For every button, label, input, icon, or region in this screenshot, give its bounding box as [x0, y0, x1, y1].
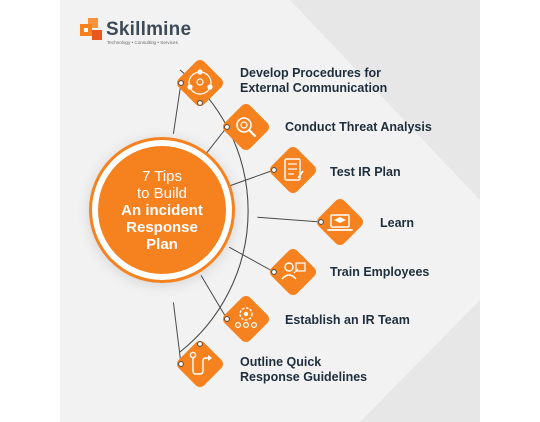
brand-tagline: Technology • Consulting • Services	[107, 40, 178, 45]
connector-line-2	[200, 126, 228, 161]
trainer-icon	[270, 249, 316, 295]
connector-line-7	[172, 302, 182, 365]
hub-title-line2: to Build	[136, 184, 188, 202]
hub-title-line3: An incident	[121, 201, 203, 219]
tip-5-line1: Train Employees	[330, 265, 430, 279]
tip-1-line1: Develop Procedures for	[240, 66, 382, 80]
team-gear-icon	[223, 296, 269, 342]
tip-7-line2: Response Guidelines	[240, 370, 368, 384]
hub-circle: 7 Tips to Build An incident Response Pla…	[98, 146, 226, 274]
tip-label-6: Establish an IR Team	[285, 313, 410, 328]
tip-1-line2: External Communication	[240, 81, 388, 95]
laptop-learning-icon	[317, 199, 363, 245]
tip-2-line1: Conduct Threat Analysis	[285, 120, 432, 134]
hub-title-line5: Plan	[146, 235, 178, 253]
background-graphics	[172, 0, 480, 422]
tip-7-line1: Outline Quick	[240, 355, 322, 369]
tip-label-4: Learn	[380, 216, 414, 231]
connector-line-3	[229, 169, 275, 187]
connector-line-4	[257, 216, 322, 223]
brand-name: Skillmine	[106, 19, 192, 40]
connector-line-5	[228, 246, 275, 273]
tip-label-5: Train Employees	[330, 265, 429, 280]
tip-3-line1: Test IR Plan	[330, 165, 401, 179]
connector-line-6	[200, 275, 228, 320]
tip-label-3: Test IR Plan	[330, 165, 401, 180]
route-icon	[177, 341, 223, 387]
magnifier-icon	[223, 104, 269, 150]
checklist-icon	[270, 147, 316, 193]
connectors	[172, 82, 322, 365]
infographic: Skillmine Technology • Consulting • Serv…	[60, 0, 480, 422]
connector-arc	[179, 69, 249, 353]
tip-4-line1: Learn	[380, 216, 415, 230]
tip-6-line1: Establish an IR Team	[285, 313, 410, 327]
hub-title-line4: Response	[126, 218, 198, 236]
logo-mark-icon	[80, 18, 102, 40]
tip-label-1: Develop Procedures for External Communic…	[240, 66, 387, 96]
tip-label-7: Outline Quick Response Guidelines	[240, 355, 367, 385]
tip-label-2: Conduct Threat Analysis	[285, 120, 432, 135]
connector-line-1	[172, 82, 182, 134]
people-network-icon	[177, 60, 223, 106]
skillmine-logo: Skillmine Technology • Consulting • Serv…	[80, 18, 191, 47]
hub-title-line1: 7 Tips	[141, 167, 183, 185]
